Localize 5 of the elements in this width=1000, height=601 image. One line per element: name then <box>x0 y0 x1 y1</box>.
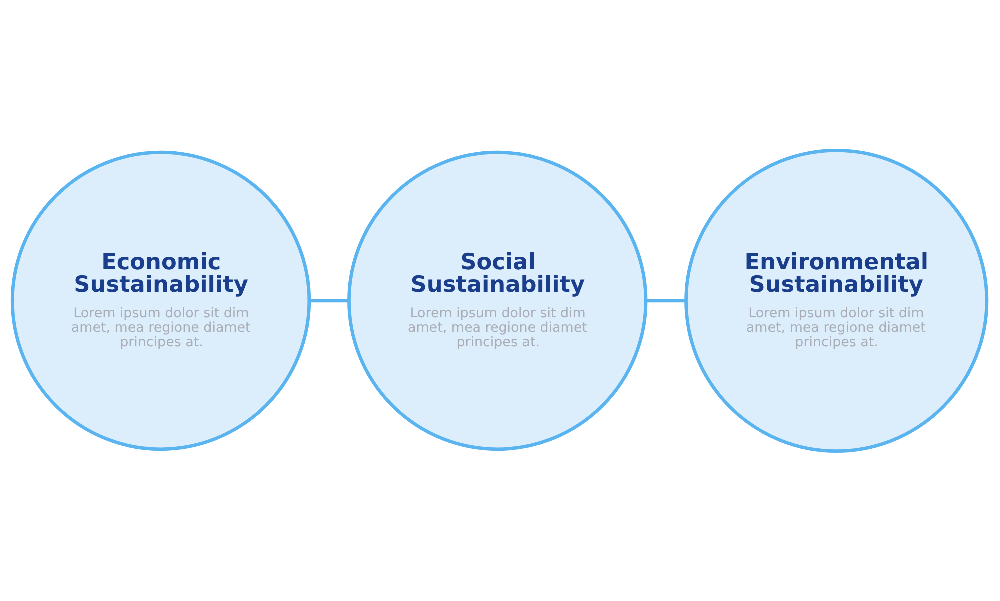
connector <box>309 298 350 302</box>
node-circle: Environmental Sustainability Lorem ipsum dolor sit dim amet, mea regione diamet principes at. <box>684 148 989 453</box>
connector <box>646 298 686 302</box>
node-circle: Economic Sustainability Lorem ipsum dolor sit dim amet, mea regione diamet principes at. <box>10 150 312 451</box>
node-circle: Social Sustainability Lorem ipsum dolor sit dim amet, mea regione diamet principes at. <box>348 150 648 451</box>
